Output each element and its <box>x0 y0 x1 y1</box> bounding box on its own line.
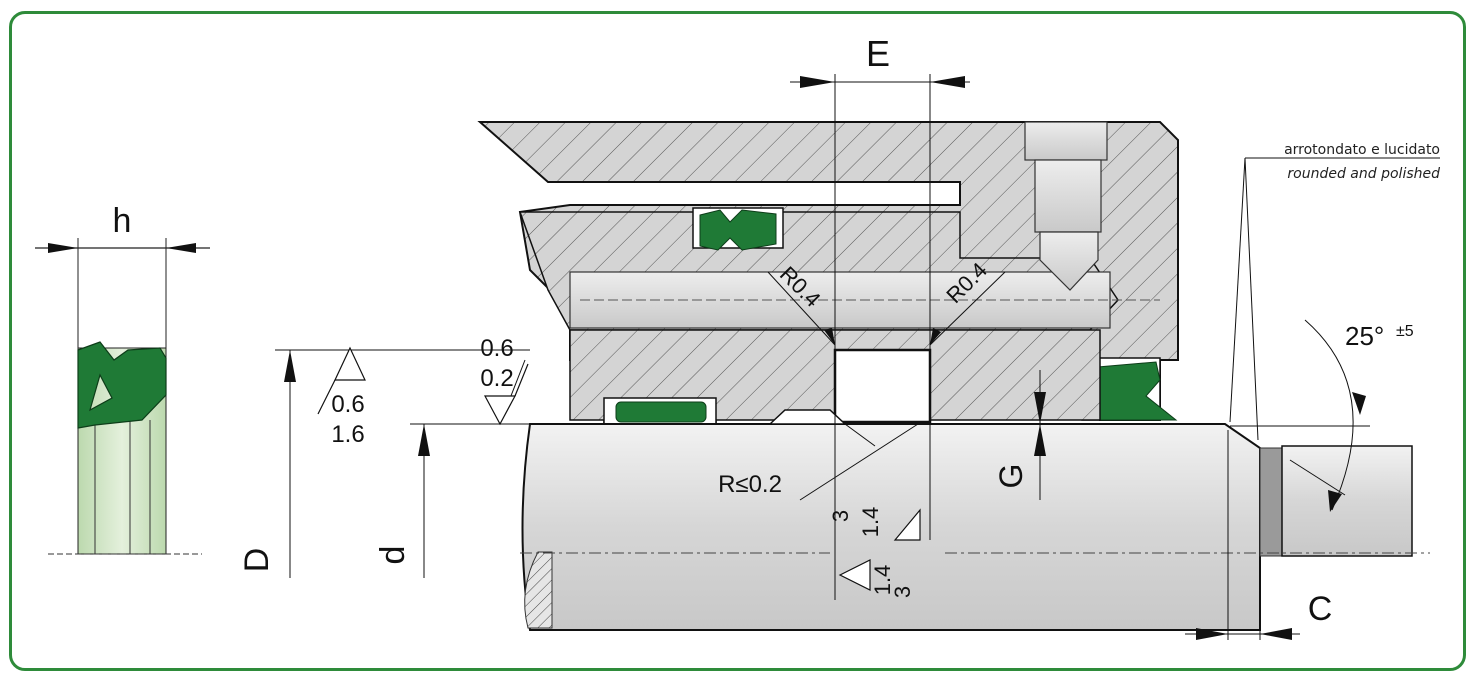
angle-label: 25° <box>1345 321 1384 351</box>
roughness-06-label: 0.6 <box>331 391 364 418</box>
roughness-16-label: 1.6 <box>331 421 364 448</box>
value-06-label: 0.6 <box>480 335 513 362</box>
note-italian: arrotondato e lucidato <box>1284 142 1440 158</box>
dimension-arrows <box>284 76 1366 640</box>
roughness-triangle-icon <box>317 346 921 591</box>
angle-tolerance-label: ±5 <box>1396 323 1414 340</box>
rod <box>520 409 1430 631</box>
dimension-D-label: D <box>238 548 276 573</box>
diagram-frame <box>9 11 1466 671</box>
roughness-14b-label: 1.4 <box>870 565 895 596</box>
dimension-h-label: h <box>113 202 132 240</box>
housing <box>477 121 1179 425</box>
dimension-E-label: E <box>866 33 890 74</box>
seal-profile-view <box>35 238 210 555</box>
radius-small-label: R≤0.2 <box>718 471 782 498</box>
roughness-3b-label: 3 <box>890 586 915 598</box>
dimension-G-label: G <box>993 464 1029 489</box>
dimension-d-label: d <box>374 546 412 565</box>
roughness-14a-label: 1.4 <box>858 507 883 538</box>
roughness-3a-label: 3 <box>828 510 853 522</box>
value-02-label: 0.2 <box>480 365 513 392</box>
dimension-C-label: C <box>1308 590 1333 628</box>
note-english: rounded and polished <box>1287 166 1440 182</box>
